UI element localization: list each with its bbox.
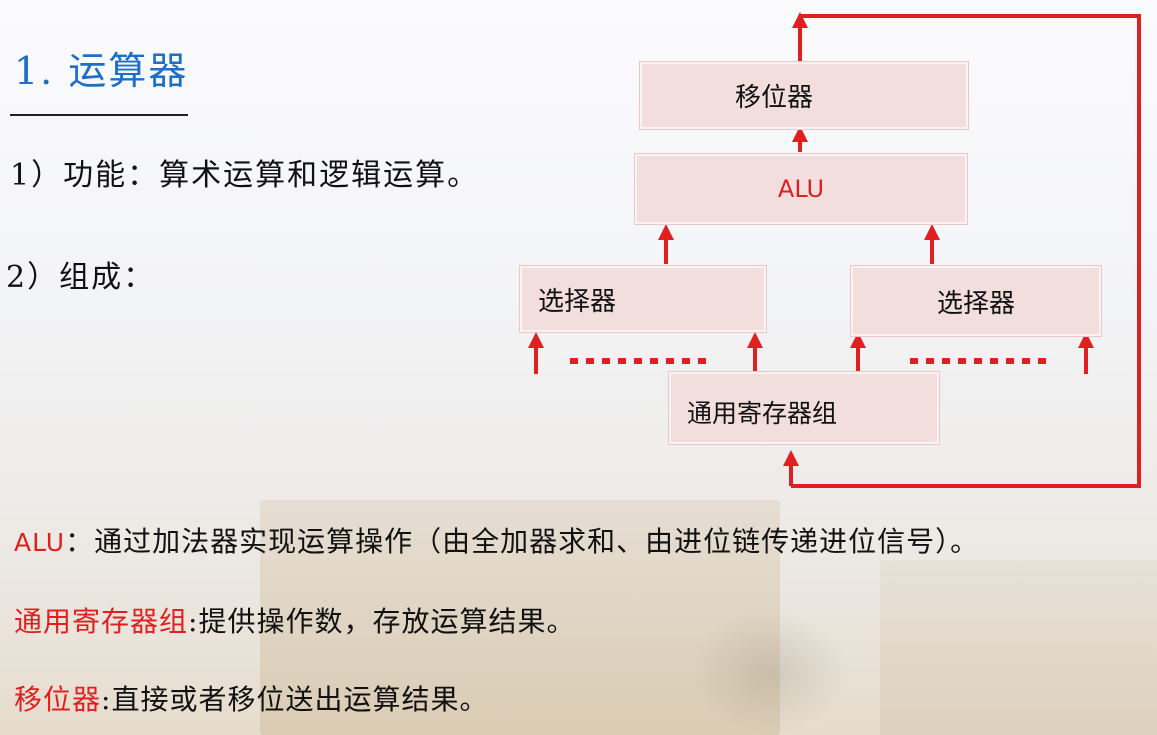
note-shifter-text: :直接或者移位送出运算结果。 (101, 683, 489, 716)
selector-left-label: 选择器 (538, 286, 617, 317)
selector-right-label: 选择器 (936, 288, 1015, 319)
slide-title: 1. 运算器 (14, 49, 189, 93)
note-alu-term: ALU (14, 528, 66, 557)
shifter-box: 移位器 (640, 62, 968, 129)
note-alu: ALU：通过加法器实现运算操作（由全加器求和、由进位链传递进位信号）。 (14, 520, 979, 560)
note-alu-text: ：通过加法器实现运算操作（由全加器求和、由进位链传递进位信号）。 (65, 525, 980, 558)
arrowhead-registers (783, 450, 799, 466)
note-shifter: 移位器:直接或者移位送出运算结果。 (14, 678, 488, 718)
arrowhead-input-4 (1078, 332, 1094, 348)
note-registers: 通用寄存器组:提供操作数，存放运算结果。 (14, 600, 575, 640)
arrowhead-top (792, 12, 808, 28)
feedback-loop-line (791, 14, 1141, 488)
note-registers-text: :提供操作数，存放运算结果。 (188, 605, 576, 638)
arrowhead-input-2 (747, 332, 763, 348)
background-building-right (880, 560, 1157, 735)
alu-box: ALU (635, 154, 967, 224)
arrowhead-alu-left (658, 224, 674, 240)
note-shifter-term: 移位器 (14, 683, 102, 716)
shifter-label: 移位器 (734, 83, 813, 113)
alu-label: ALU (777, 175, 825, 203)
note-registers-term: 通用寄存器组 (14, 605, 189, 638)
selector-left-box: 选择器 (520, 266, 766, 332)
arrowhead-alu-right (924, 224, 940, 240)
register-group-box: 通用寄存器组 (669, 372, 939, 444)
arrowhead-shifter (792, 126, 808, 142)
composition-line: 2）组成： (6, 260, 156, 295)
function-line: 1）功能：算术运算和逻辑运算。 (10, 158, 480, 193)
background-tree (690, 610, 850, 735)
background-building (260, 500, 780, 735)
title-underline (10, 114, 188, 116)
arrowhead-input-1 (528, 332, 544, 348)
register-group-label: 通用寄存器组 (687, 399, 838, 428)
arrowhead-input-3 (850, 332, 866, 348)
selector-right-box: 选择器 (851, 266, 1101, 336)
